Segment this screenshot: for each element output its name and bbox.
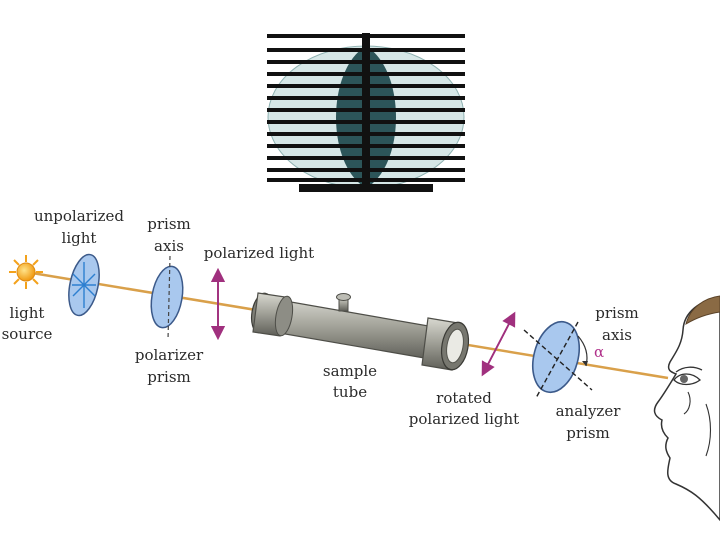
observer-face [653,295,720,522]
analyzer-axis-line-2 [535,321,579,399]
labels: unpolarized light prism axis polarized l… [2,207,639,442]
field-center-post [362,33,370,191]
unpolarized-light-disk [68,253,100,317]
label-polarized-light: polarized light [204,244,314,262]
label-prism-axis-right-1: prism [595,304,639,322]
label-rotated-polarized-light-2: polarized light [409,410,519,428]
label-light-source-2: source [2,325,53,343]
sun-icon [9,255,43,289]
polarizer-prism [150,255,184,341]
label-polarizer-prism-1: polarizer [135,346,204,364]
label-light-source-1: light [10,304,45,322]
label-sample-tube-1: sample [323,362,377,380]
label-rotated-polarized-light-1: rotated [436,389,492,407]
label-unpolarized-light-2: light [62,229,97,247]
label-polarizer-prism-2: prism [147,368,191,386]
sample-tube [250,292,470,371]
half-shade-field [267,33,465,192]
analyzer-prism [523,320,593,399]
label-unpolarized-light-1: unpolarized [34,207,124,225]
label-prism-axis-right-2: axis [602,326,632,344]
label-sample-tube-2: tube [333,383,367,401]
analyzer-axis-line [523,329,593,391]
label-analyzer-prism-2: prism [566,424,610,442]
label-alpha: α [594,343,604,361]
hair [685,295,720,326]
label-prism-axis-left-1: prism [147,215,191,233]
label-prism-axis-left-2: axis [154,237,184,255]
rotated-polarized-light-arrow [481,311,516,377]
polarizer-axis-line [167,255,171,341]
field-base [299,184,433,192]
label-analyzer-prism-1: analyzer [556,402,622,420]
